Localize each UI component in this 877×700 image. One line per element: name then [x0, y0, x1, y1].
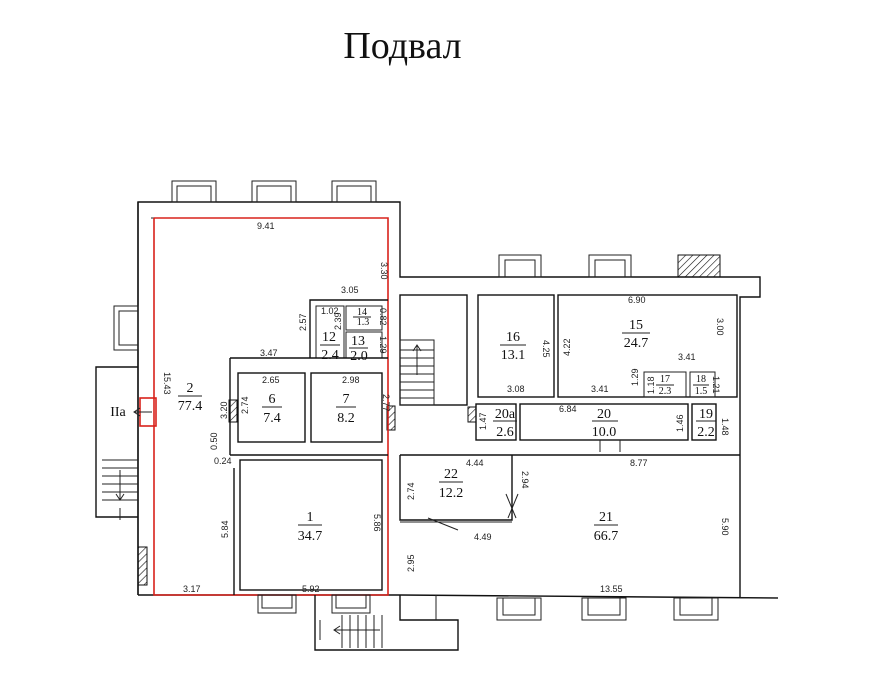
dimension-label: 3.20 — [219, 401, 229, 419]
window-well-left — [113, 305, 139, 351]
rooms-19-20-20a — [475, 403, 717, 452]
window-wells-top-right — [498, 254, 721, 278]
room-16-number: 16 — [506, 330, 520, 345]
dimension-label: 4.25 — [541, 340, 551, 358]
room-20-number: 20 — [597, 407, 611, 422]
room-7-number: 7 — [343, 392, 350, 407]
room-labels: 2 77.4 6 7.4 7 8.2 12 2.4 13 2.0 14 1.3 … — [110, 307, 716, 544]
dimension-label: 15.43 — [162, 372, 172, 395]
dimension-label: 2.74 — [406, 482, 416, 500]
room-16-area: 13.1 — [501, 348, 526, 363]
plan-title: Подвал — [343, 25, 462, 67]
room-2-outline — [153, 217, 389, 596]
dimension-label: 5.84 — [220, 520, 230, 538]
dimension-label: 3.41 — [678, 352, 696, 362]
dimension-label: 1.18 — [646, 376, 656, 394]
room-17-area: 2.3 — [659, 386, 672, 397]
dimension-label: 8.77 — [630, 458, 648, 468]
dimension-label: 3.05 — [341, 285, 359, 295]
dimension-label: 6.84 — [559, 404, 577, 414]
dimension-label: 2.94 — [520, 471, 530, 489]
room-15-number: 15 — [629, 318, 643, 333]
room-14-area: 1.3 — [357, 317, 370, 328]
room-19-number: 19 — [699, 407, 713, 422]
room-6-number: 6 — [269, 392, 276, 407]
room-1-number: 1 — [307, 510, 314, 525]
dimension-label: 3.17 — [183, 584, 201, 594]
dimension-label: 1.29 — [630, 368, 640, 386]
dimension-label: 2.77 — [381, 394, 391, 412]
room-22-number: 22 — [444, 467, 458, 482]
dimension-label: 1.02 — [321, 306, 339, 316]
section-label-IIa: IIa — [110, 405, 126, 420]
room-21-area: 66.7 — [594, 529, 619, 544]
room-20-area: 10.0 — [592, 425, 617, 440]
dimension-label: 1.46 — [675, 414, 685, 432]
dimension-label: 9.41 — [257, 221, 275, 231]
room-19-area: 2.2 — [697, 425, 715, 440]
dimension-label: 0.24 — [214, 456, 232, 466]
room-18-area: 1.5 — [695, 386, 708, 397]
room-13-area: 2.0 — [350, 349, 368, 364]
room-12-area: 2.4 — [321, 348, 339, 363]
dimension-labels: 9.41 3.30 3.05 2.57 1.02 2.39 0.82 1.29 … — [162, 221, 730, 594]
room-1-outline — [230, 454, 388, 595]
dimension-label: 0.50 — [209, 432, 219, 450]
room-20a-area: 2.6 — [496, 425, 514, 440]
dimension-label: 3.08 — [507, 384, 525, 394]
rooms-6-7 — [229, 358, 383, 455]
dimension-label: 5.90 — [720, 518, 730, 536]
dimension-label: 5.92 — [302, 584, 320, 594]
room-2-area: 77.4 — [178, 399, 203, 414]
dimension-label: 4.44 — [466, 458, 484, 468]
dimension-label: 2.39 — [333, 312, 343, 330]
room-13-number: 13 — [351, 334, 365, 349]
dimension-label: 2.95 — [406, 554, 416, 572]
room-18-number: 18 — [696, 374, 706, 385]
dimension-label: 1.47 — [478, 412, 488, 430]
room-2-number: 2 — [187, 381, 194, 396]
dimension-label: 0.82 — [378, 308, 388, 326]
window-wells-bottom-right — [496, 597, 719, 621]
dimension-label: 4.49 — [474, 532, 492, 542]
dimension-label: 1.29 — [378, 336, 388, 354]
dimension-label: 3.30 — [379, 262, 389, 280]
dimension-label: 2.74 — [240, 396, 250, 414]
stairwell-right — [399, 294, 468, 406]
annex-IIa — [95, 366, 157, 520]
dimension-label: 1.48 — [720, 418, 730, 436]
room-14-number: 14 — [357, 307, 367, 318]
room-12-number: 12 — [322, 330, 336, 345]
hatched-walls — [137, 399, 477, 586]
dimension-label: 3.00 — [715, 318, 725, 336]
dimension-label: 3.41 — [591, 384, 609, 394]
room-21-number: 21 — [599, 510, 613, 525]
bottom-stairs — [314, 595, 459, 651]
window-wells-top-left — [171, 180, 377, 203]
dimension-label: 4.22 — [562, 338, 572, 356]
dimension-label: 5.86 — [372, 514, 382, 532]
dimension-label: 2.65 — [262, 375, 280, 385]
window-wells-bottom-left — [257, 594, 371, 614]
room-1-area: 34.7 — [298, 529, 323, 544]
room-22-area: 12.2 — [439, 486, 464, 501]
room-17-number: 17 — [660, 374, 670, 385]
dimension-label: 2.98 — [342, 375, 360, 385]
rooms-12-13-14 — [230, 299, 388, 359]
rooms-15-16 — [477, 294, 738, 398]
dimension-label: 3.47 — [260, 348, 278, 358]
room-7-area: 8.2 — [337, 411, 355, 426]
room-15-area: 24.7 — [624, 336, 649, 351]
dimension-label: 1.21 — [711, 376, 721, 394]
dimension-label: 2.57 — [298, 313, 308, 331]
dimension-label: 6.90 — [628, 295, 646, 305]
room-6-area: 7.4 — [263, 411, 281, 426]
rooms-21-22 — [399, 454, 740, 531]
room-20a-number: 20a — [495, 407, 516, 422]
dimension-label: 13.55 — [600, 584, 623, 594]
